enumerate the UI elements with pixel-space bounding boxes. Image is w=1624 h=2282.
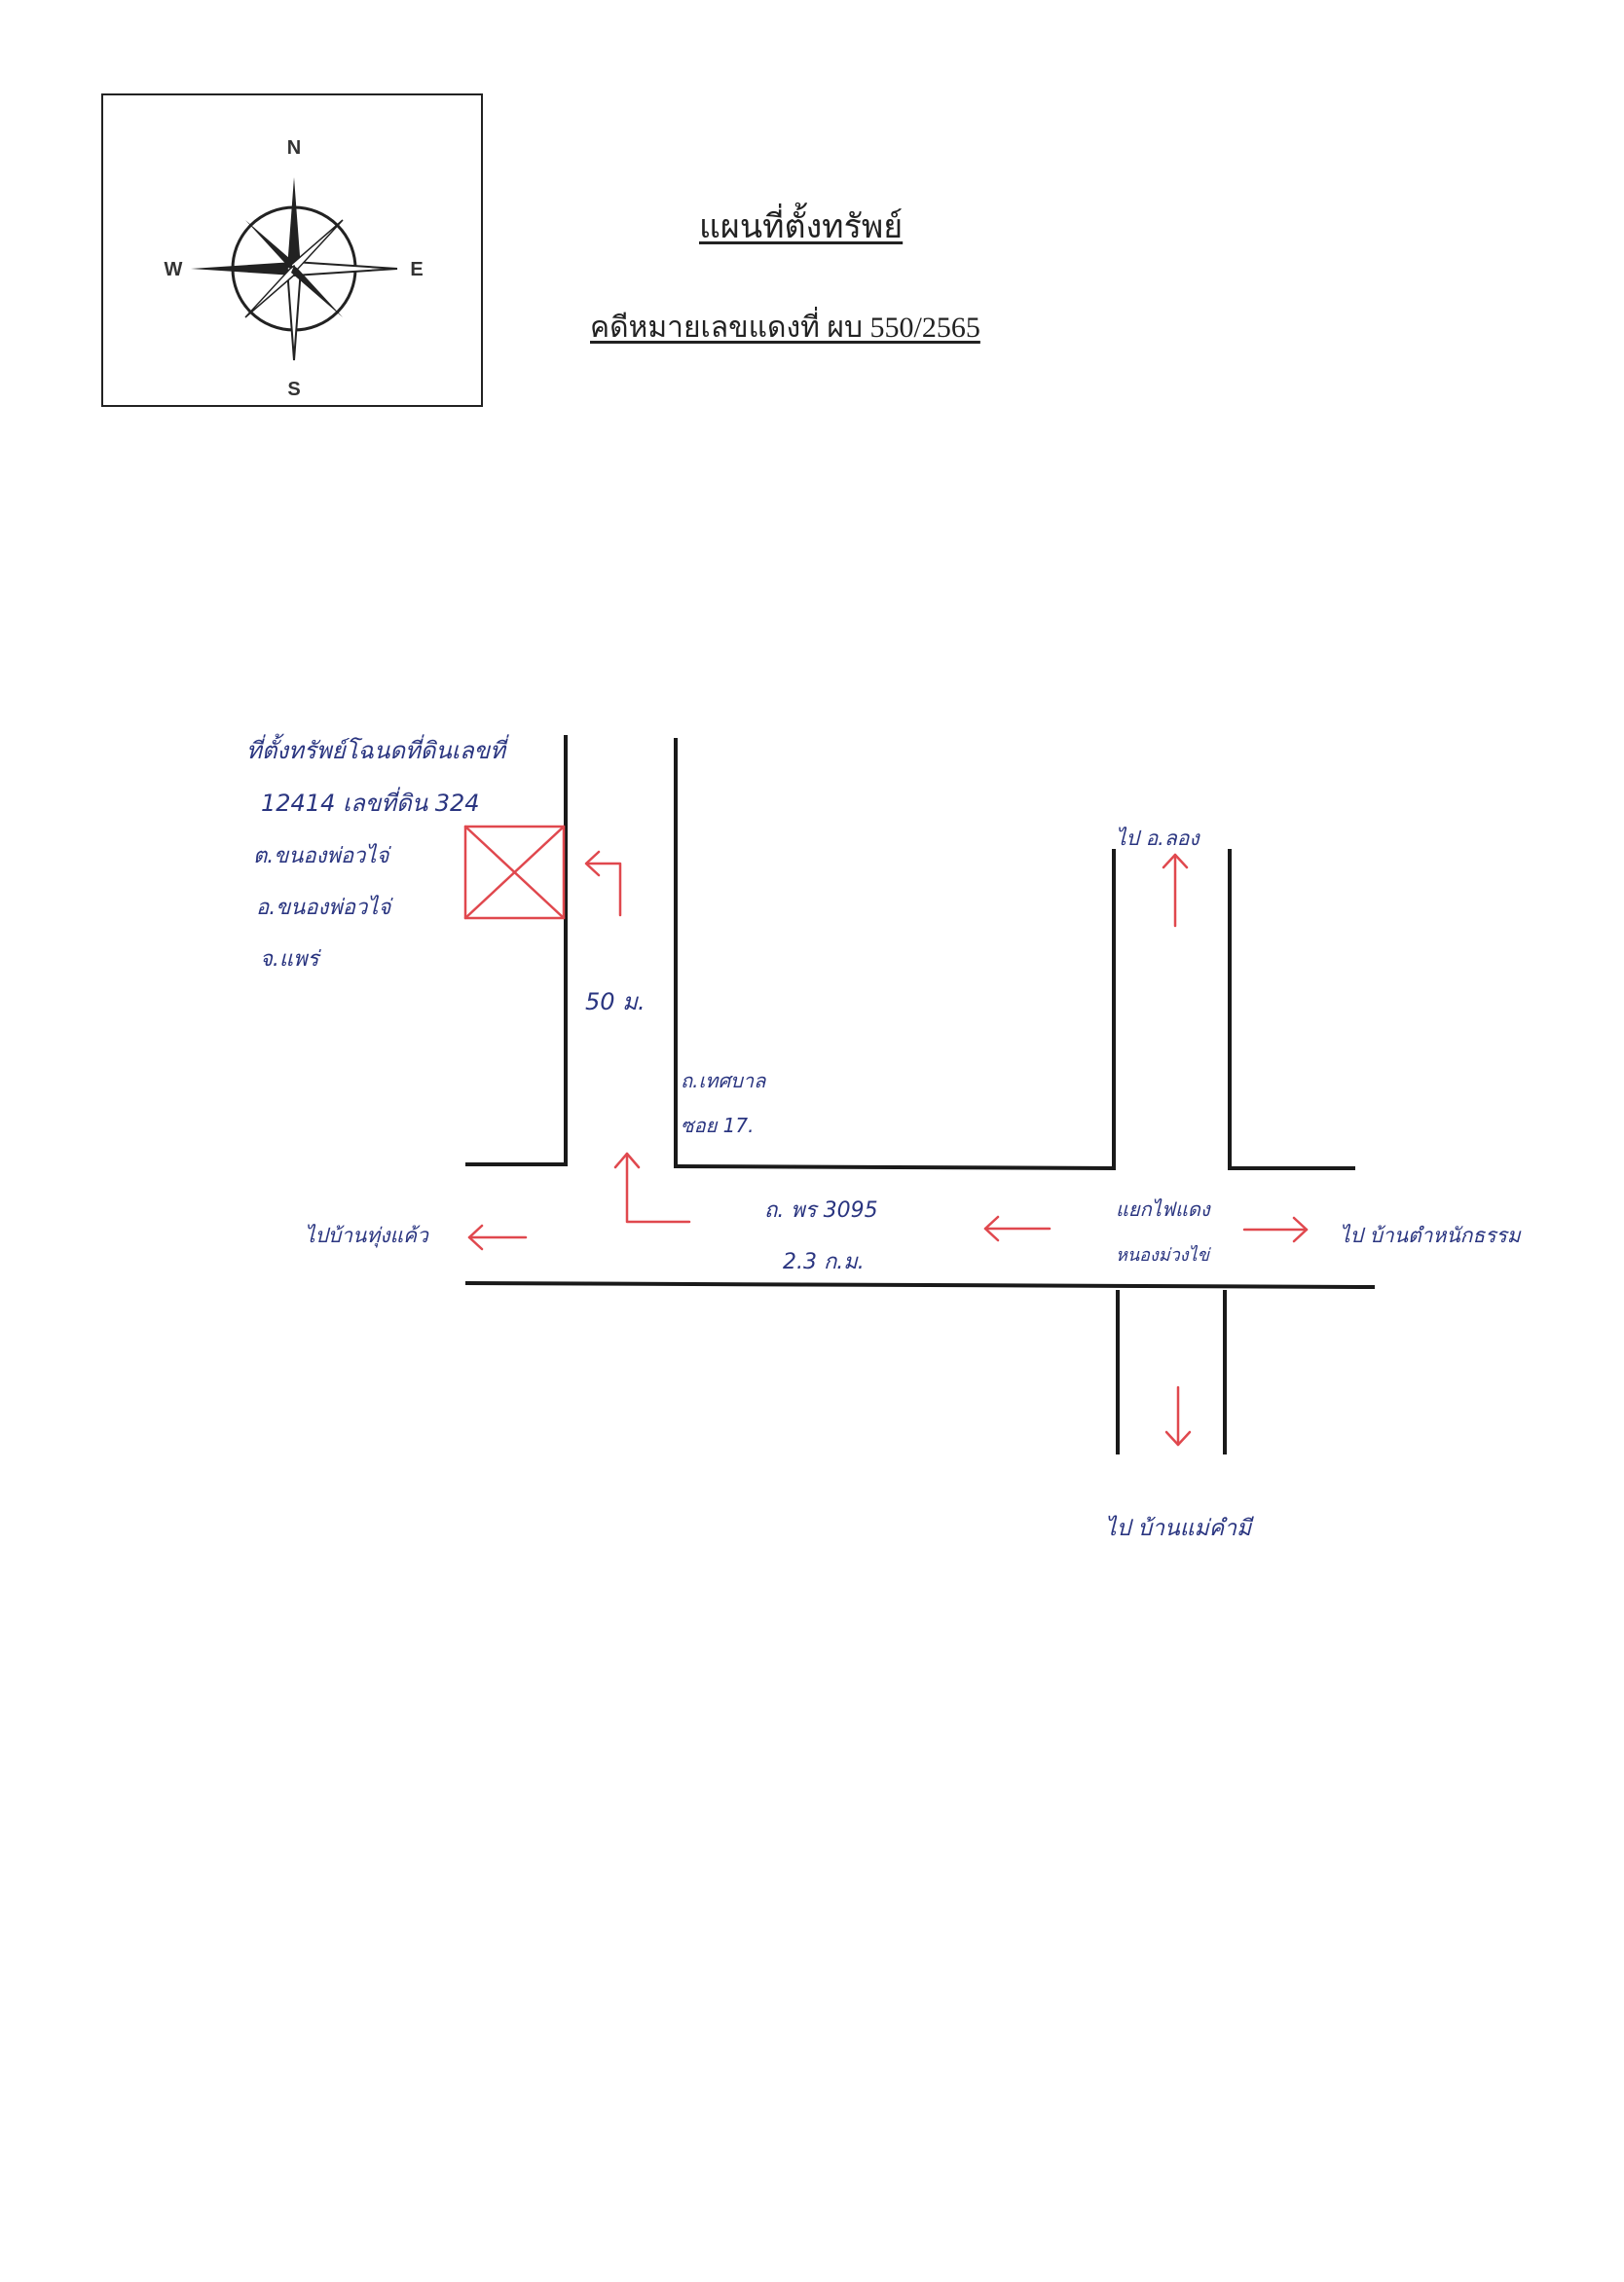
property-label-line: 12414 เลขที่ดิน 324 xyxy=(261,787,480,817)
junction-label-line: หนองม่วงไข่ xyxy=(1116,1244,1211,1266)
property-label-line: จ.แพร่ xyxy=(260,947,322,972)
distance-label: 50 ม. xyxy=(585,988,646,1015)
destination-south-label: ไป บ้านแม่คำมี xyxy=(1105,1515,1254,1541)
property-label-line: ต.ขนองพ่อวไจ่ xyxy=(253,843,391,868)
destination-west-label: ไปบ้านทุ่งแค้ว xyxy=(305,1224,429,1248)
destination-north-label: ไป อ.ลอง xyxy=(1116,827,1200,850)
compass-box: N S E W xyxy=(101,93,483,407)
arrow-west-icon xyxy=(467,1224,528,1251)
main-road-label-line: ถ. พร 3095 xyxy=(764,1198,878,1223)
compass-east-label: E xyxy=(410,259,423,280)
arrow-west-main-road-icon xyxy=(983,1215,1052,1242)
compass-north-label: N xyxy=(287,137,301,159)
arrow-north-icon xyxy=(1162,853,1189,928)
property-label: ที่ตั้งทรัพย์โฉนดที่ดินเลขที่ 12414 เลขท… xyxy=(246,733,509,972)
destination-east-label: ไป บ้านตำหนักธรรม xyxy=(1340,1224,1522,1247)
road-lines xyxy=(464,735,1376,1454)
main-road-label-line: 2.3 ก.ม. xyxy=(783,1250,865,1274)
compass-south-label: S xyxy=(287,379,300,400)
compass-rose-icon: N S E W xyxy=(165,137,424,400)
arrow-south-icon xyxy=(1164,1385,1192,1447)
map-title: แผนที่ตั้งทรัพย์ xyxy=(699,209,904,245)
arrow-east-icon xyxy=(1242,1216,1309,1243)
turn-up-from-main-arrow-icon xyxy=(613,1152,691,1224)
property-label-line: อ.ขนองพ่อวไจ่ xyxy=(256,895,393,920)
soi-label-line: ถ.เทศบาล xyxy=(681,1069,767,1092)
property-marker-icon xyxy=(463,825,566,920)
turn-left-arrow-icon xyxy=(584,850,622,917)
junction-label-line: แยกไฟแดง xyxy=(1116,1197,1211,1221)
case-number: คดีหมายเลขแดงที่ ผบ 550/2565 xyxy=(590,312,980,344)
property-label-line: ที่ตั้งทรัพย์โฉนดที่ดินเลขที่ xyxy=(246,733,509,764)
soi-label-line: ซอย 17. xyxy=(681,1114,754,1137)
compass-west-label: W xyxy=(165,259,183,280)
